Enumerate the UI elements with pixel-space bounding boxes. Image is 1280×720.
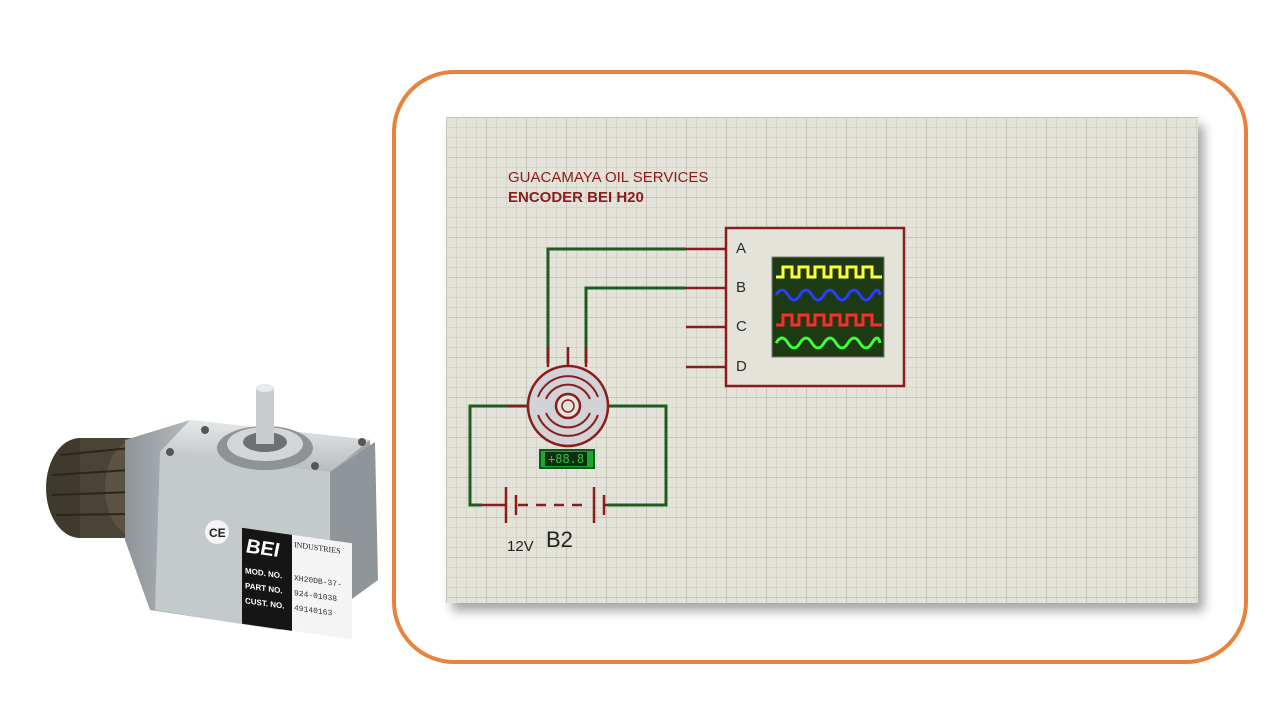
pin-label-d: D: [736, 358, 747, 375]
pin-label-b: B: [736, 279, 747, 296]
schematic-drawing: [468, 226, 906, 523]
meter-reading: +88.8: [545, 452, 588, 466]
trace-c: [776, 313, 882, 327]
pin-stubs: [508, 247, 726, 408]
trace-d: [774, 336, 882, 350]
oscilloscope: [724, 226, 906, 388]
product-label: BEI INDUSTRIES MOD. NO. XH20DB-37- PART …: [242, 527, 352, 640]
schematic-sheet: GUACAMAYA OIL SERVICES ENCODER BEI H20 A…: [446, 117, 1198, 603]
ce-mark: CE: [209, 526, 226, 540]
orange-frame: [392, 70, 1248, 664]
battery-symbol: [482, 487, 608, 523]
pin-label-c: C: [736, 318, 747, 335]
wire-a: [546, 247, 686, 363]
wire-right-loop: [606, 404, 668, 507]
wire-b: [584, 286, 686, 363]
shaft: [256, 388, 274, 444]
company-name: GUACAMAYA OIL SERVICES: [508, 169, 709, 186]
encoder-symbol: [526, 364, 610, 448]
trace-b: [774, 288, 882, 302]
battery-label: B2: [546, 527, 573, 552]
encoder-model: ENCODER BEI H20: [508, 189, 644, 206]
trace-a: [776, 265, 882, 279]
pin-label-a: A: [736, 240, 747, 257]
wires: [468, 247, 686, 507]
battery-voltage: 12V: [507, 538, 534, 555]
speed-meter: +88.8: [539, 449, 595, 469]
encoder-photo: CE BEI INDUSTRIES MOD. NO. XH20DB-37- PA…: [46, 384, 378, 640]
brand-logo: BEI: [246, 535, 280, 562]
wire-left-loop: [468, 404, 528, 507]
